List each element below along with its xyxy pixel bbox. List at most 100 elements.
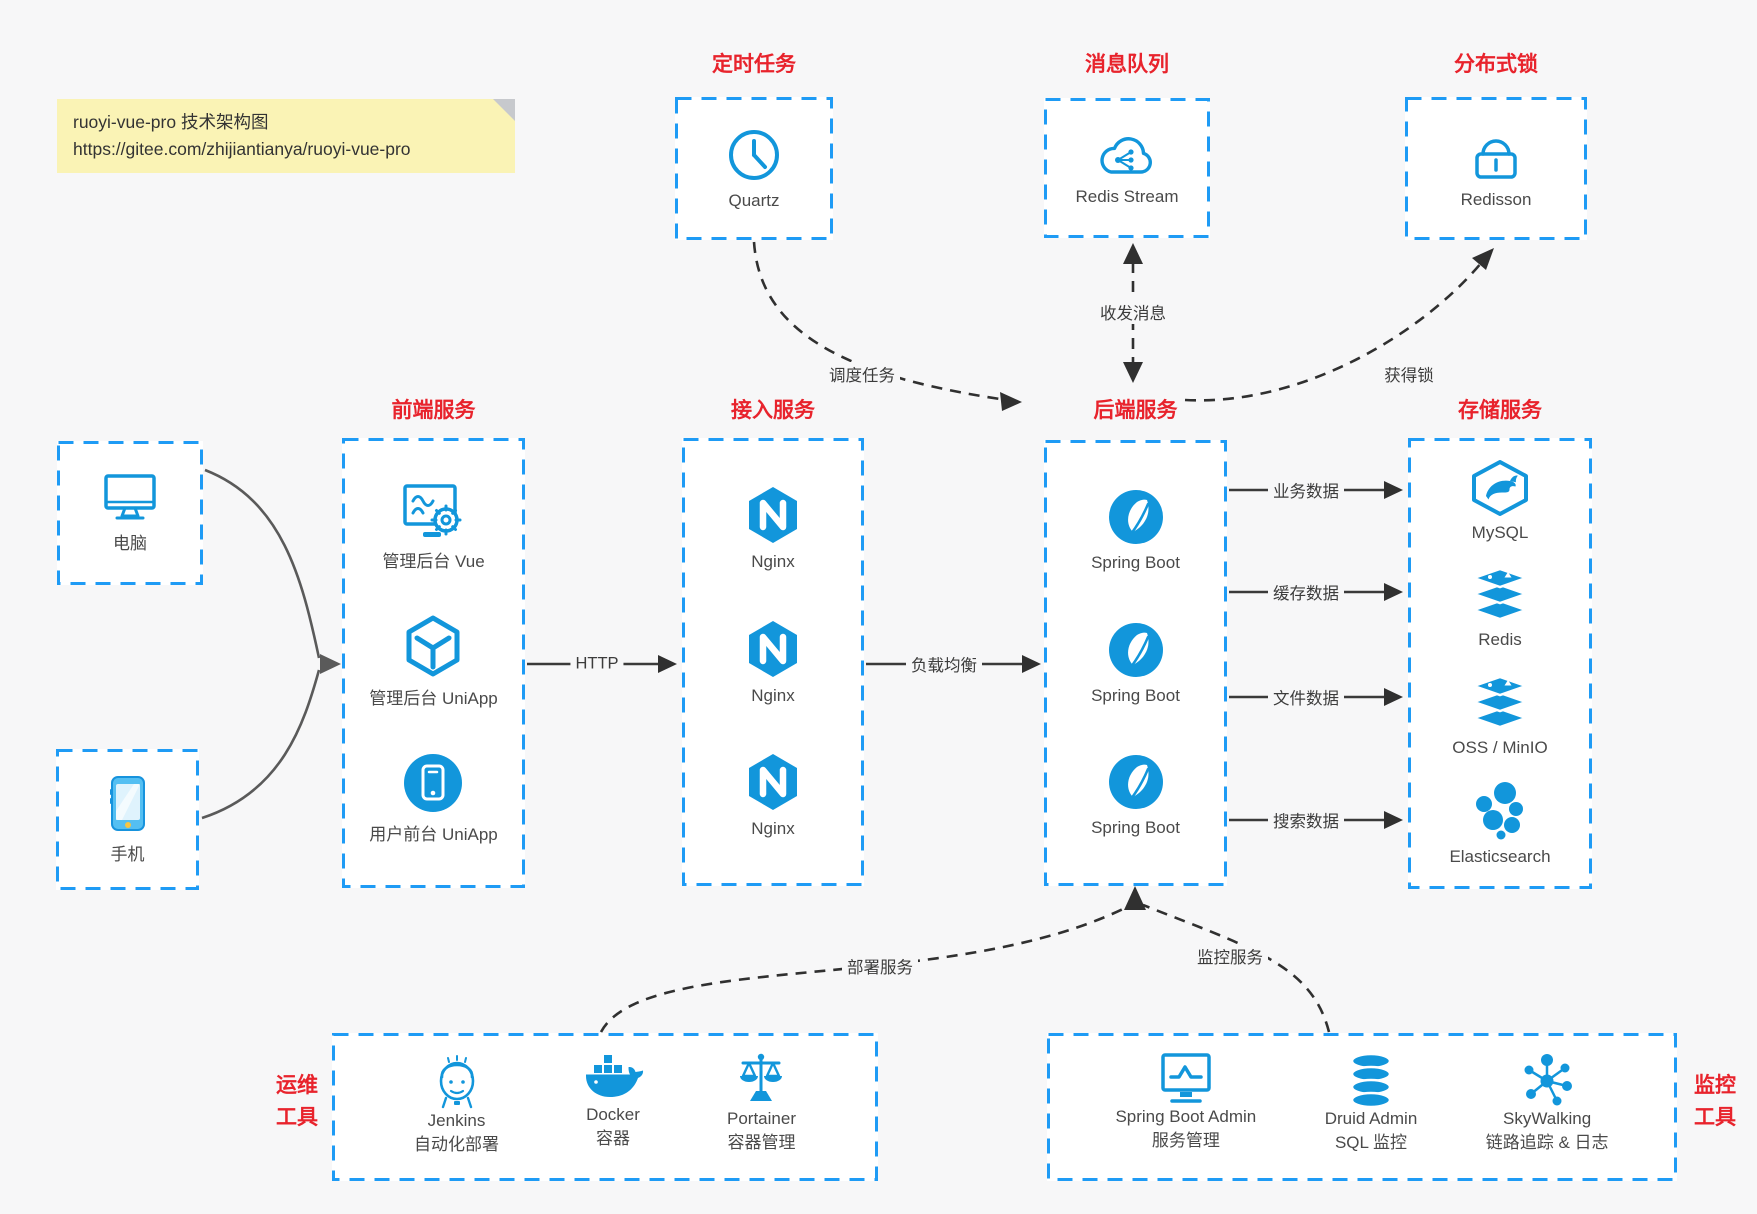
mobile-box: 手机 <box>56 749 199 890</box>
tool-name: Druid Admin <box>1324 1109 1418 1128</box>
database-icon <box>1345 1051 1397 1107</box>
jenkins-item: Jenkins 自动化部署 <box>414 1051 499 1157</box>
storage-box: MySQL Redis <box>1408 438 1592 889</box>
quartz-node: Quartz <box>725 126 783 211</box>
frontend-box: 管理后台 Vue 管理后台 UniApp <box>342 438 525 888</box>
timer-group-title: 定时任务 <box>712 53 796 76</box>
message-label: 收发消息 <box>1095 300 1171 324</box>
nginx-node: Nginx <box>746 619 800 706</box>
stacked-layers-icon <box>1469 565 1531 623</box>
file-data-label: 文件数据 <box>1268 685 1344 709</box>
oss-minio-node: OSS / MinIO <box>1452 673 1548 758</box>
http-label: HTTP <box>570 654 624 674</box>
node-label: Redis <box>1478 630 1522 650</box>
druid-admin-item: Druid Admin SQL 监控 <box>1324 1051 1418 1155</box>
search-data-label: 搜索数据 <box>1268 808 1344 832</box>
message-arrowhead-up <box>1123 243 1143 264</box>
node-label: MySQL <box>1471 523 1529 543</box>
backend-bottom-arrowhead <box>1124 886 1146 910</box>
backend-box: Spring Boot Spring Boot <box>1044 440 1227 886</box>
nginx-icon <box>746 752 800 812</box>
ops-side-line2: 工具 <box>276 1105 318 1129</box>
nginx-icon <box>746 485 800 545</box>
note-title: ruoyi-vue-pro 技术架构图 <box>73 112 269 132</box>
tool-desc: 链路追踪 & 日志 <box>1485 1132 1609 1152</box>
nginx-node: Nginx <box>746 485 800 572</box>
note-folded-corner <box>493 99 515 121</box>
spring-boot-admin-item: Spring Boot Admin 服务管理 <box>1115 1051 1256 1153</box>
mq-group-title: 消息队列 <box>1085 53 1169 76</box>
spring-boot-node: Spring Boot <box>1091 753 1180 838</box>
cache-arrowhead <box>1384 583 1403 601</box>
message-arrowhead-down <box>1123 362 1143 383</box>
search-arrowhead <box>1384 811 1403 829</box>
redisson-node: Redisson <box>1460 127 1532 210</box>
tool-name: Portainer <box>727 1109 796 1128</box>
tool-desc: 自动化部署 <box>414 1134 499 1154</box>
lock-group-title: 分布式锁 <box>1454 53 1538 76</box>
monitor-curve <box>1142 903 1331 1033</box>
node-label: 电脑 <box>113 534 147 553</box>
monitor-side-line2: 工具 <box>1694 1105 1736 1129</box>
desktop-icon <box>101 472 159 522</box>
sticky-note: ruoyi-vue-pro 技术架构图 https://gitee.com/zh… <box>57 99 515 174</box>
http-arrowhead <box>658 655 677 673</box>
cache-data-label: 缓存数据 <box>1268 580 1344 604</box>
spring-boot-node: Spring Boot <box>1091 621 1180 706</box>
node-label: 管理后台 Vue <box>382 551 485 571</box>
node-label: Redis Stream <box>1075 186 1179 206</box>
node-label: Nginx <box>751 551 795 571</box>
elasticsearch-node: Elasticsearch <box>1449 780 1551 867</box>
redis-stream-node: Redis Stream <box>1075 130 1179 207</box>
ops-side-line1: 运维 <box>276 1074 318 1097</box>
lb-label: 负载均衡 <box>906 652 982 676</box>
schedule-label: 调度任务 <box>824 362 900 386</box>
tool-name: Spring Boot Admin <box>1115 1107 1257 1126</box>
lock-icon <box>1468 127 1524 183</box>
stacked-layers-icon <box>1469 673 1531 731</box>
cloud-share-icon <box>1094 130 1160 180</box>
mysql-node: MySQL <box>1469 460 1531 543</box>
schedule-arrowhead <box>1000 392 1022 411</box>
tool-desc: 服务管理 <box>1151 1130 1220 1150</box>
pc-node: 电脑 <box>101 472 159 554</box>
mq-box: Redis Stream <box>1044 98 1210 238</box>
smartphone-icon <box>106 775 150 833</box>
pc-box: 电脑 <box>57 441 203 585</box>
admin-uniapp-node: 管理后台 UniApp <box>369 615 498 709</box>
tool-desc: SQL 监控 <box>1334 1132 1408 1152</box>
mobile-app-circle-icon <box>403 753 463 813</box>
lb-arrowhead <box>1022 655 1041 673</box>
nginx-node: Nginx <box>746 752 800 839</box>
lock-box: Redisson <box>1405 97 1587 240</box>
scales-icon <box>733 1051 789 1107</box>
file-arrowhead <box>1384 688 1403 706</box>
backend-column-title: 后端服务 <box>1093 399 1178 422</box>
timer-box: Quartz <box>675 97 833 240</box>
lock-label: 获得锁 <box>1379 362 1439 386</box>
admin-vue-node: 管理后台 Vue <box>382 482 485 572</box>
network-graph-icon <box>1519 1051 1575 1107</box>
monitor-box: Spring Boot Admin 服务管理 Druid Admin SQL 监… <box>1047 1033 1677 1181</box>
note-url: https://gitee.com/zhijiantianya/ruoyi-vu… <box>73 139 411 160</box>
spring-boot-icon <box>1107 488 1165 546</box>
elasticsearch-cluster-icon <box>1471 780 1529 840</box>
monitor-pulse-icon <box>1158 1051 1214 1105</box>
business-arrowhead <box>1384 481 1403 499</box>
admin-console-icon <box>401 482 467 540</box>
clock-icon <box>725 126 783 184</box>
node-label: Nginx <box>751 685 795 705</box>
access-column-title: 接入服务 <box>731 399 815 422</box>
docker-icon <box>581 1051 645 1103</box>
skywalking-item: SkyWalking 链路追踪 & 日志 <box>1486 1051 1609 1155</box>
node-label: Spring Boot <box>1091 818 1180 838</box>
node-label: 管理后台 UniApp <box>369 689 498 708</box>
portainer-item: Portainer 容器管理 <box>727 1051 796 1155</box>
node-label: 手机 <box>110 844 145 864</box>
access-box: Nginx Nginx Nginx <box>682 438 864 886</box>
mobile-to-frontend-curve <box>201 669 321 820</box>
node-label: Redisson <box>1460 190 1532 209</box>
monitor-side-label: 监控 工具 <box>1694 1070 1757 1133</box>
tool-desc: 容器管理 <box>727 1132 796 1152</box>
